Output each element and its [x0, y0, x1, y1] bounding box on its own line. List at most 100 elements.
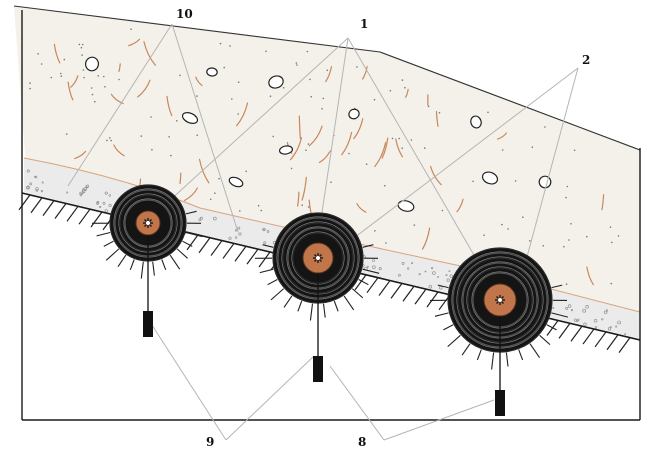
gravel-grain	[583, 322, 587, 326]
soil-dot	[290, 167, 293, 170]
soil-dot	[282, 87, 285, 89]
gravel-grain	[228, 236, 232, 240]
soil-dot	[168, 136, 170, 138]
cable-spike	[182, 240, 193, 247]
soil-dot	[231, 98, 233, 100]
soil-dot	[427, 105, 430, 108]
soil-dot	[151, 148, 153, 151]
hatch-stroke	[390, 283, 403, 299]
hatch-stroke	[402, 285, 415, 302]
gravel-grain	[198, 218, 202, 222]
hatch-stroke	[414, 288, 427, 305]
cable-spike	[185, 210, 197, 215]
soil-crack	[374, 141, 387, 168]
stone-icon	[228, 176, 244, 188]
gravel-grain	[582, 308, 587, 313]
cable-spike	[259, 268, 274, 274]
cable-spike	[267, 279, 278, 286]
cable-center	[316, 256, 320, 260]
soil-dot	[265, 50, 267, 53]
gravel-grain	[85, 186, 88, 189]
leader-8-b	[383, 399, 495, 441]
gravel-grain	[615, 325, 618, 328]
soil-dot	[389, 89, 392, 92]
cables-group	[91, 184, 569, 416]
soil-crack	[297, 191, 300, 207]
cable-spike	[491, 352, 495, 370]
soil-crack	[235, 102, 249, 127]
soil-dot	[118, 78, 120, 81]
soil-dot	[196, 95, 198, 97]
gravel-grain	[432, 271, 436, 275]
soil-dot	[586, 235, 588, 238]
cable-spike	[443, 324, 454, 331]
soil-crack	[356, 203, 367, 213]
soil-dot	[223, 66, 225, 69]
soil-dot	[176, 120, 178, 122]
hatch-stroke	[42, 200, 55, 216]
label-10: 10	[176, 7, 193, 21]
gravel-grain	[34, 175, 37, 178]
stone-icon	[84, 56, 100, 72]
gravel-grain	[102, 201, 106, 205]
soil-dot	[307, 143, 310, 145]
gravel-grain	[424, 270, 427, 273]
soil-dot	[237, 81, 240, 83]
cable-spike	[362, 268, 380, 274]
gravel-grain	[593, 319, 598, 323]
hatch-stroke	[30, 197, 43, 214]
gravel-grain	[570, 309, 574, 312]
gravel-grain	[378, 267, 382, 271]
hatch-stroke	[54, 203, 67, 219]
stone-icon	[268, 75, 284, 89]
soil-dot	[365, 163, 368, 165]
gravel-grain	[96, 200, 100, 204]
soil-crack	[497, 132, 508, 140]
soil-dot	[170, 154, 172, 157]
soil-crack	[128, 38, 141, 47]
soil-crack	[70, 75, 79, 88]
soil-dot	[309, 78, 311, 81]
cable-spike	[447, 334, 461, 348]
stone-icon	[470, 115, 482, 129]
soil-dots	[29, 28, 620, 287]
soil-crack	[289, 137, 303, 161]
label-8: 8	[358, 435, 366, 449]
soil-dot	[214, 192, 216, 194]
cable-spike	[161, 259, 167, 270]
hatch-stroke	[378, 280, 391, 296]
soil-dot	[374, 230, 376, 232]
soil-dot	[196, 134, 198, 136]
cable-spike	[99, 210, 111, 215]
gravel-grain	[104, 209, 108, 213]
gravel-grain	[234, 236, 238, 239]
soil-dot	[398, 137, 401, 140]
weight-block-icon	[495, 390, 505, 416]
gravel-grain	[26, 169, 30, 173]
soil-crack	[308, 125, 323, 147]
soil-crack	[361, 65, 368, 80]
soil-crack	[586, 266, 594, 286]
soil-dot	[272, 135, 275, 138]
leader-1-a	[167, 37, 349, 203]
gravel-grain	[108, 194, 112, 197]
soil-dot	[472, 180, 474, 183]
soil-dot	[322, 97, 325, 100]
soil-dot	[50, 76, 53, 79]
hatch-stroke	[606, 334, 619, 351]
soil-dot	[103, 75, 105, 78]
cable-cross-section-icon	[91, 184, 203, 337]
cable-spike	[518, 349, 524, 361]
leader-10-a	[67, 23, 173, 187]
soil-dot	[570, 223, 572, 225]
hatch-stroke	[582, 328, 595, 345]
soil-dot	[81, 54, 83, 56]
cable-spike	[546, 324, 557, 331]
hatch-stroke	[570, 325, 583, 342]
leader-1-c	[347, 37, 479, 263]
soil-dot	[531, 146, 534, 148]
soil-dot	[522, 216, 524, 218]
gravel-grain	[609, 326, 612, 329]
soil-dot	[410, 139, 413, 141]
soil-crack	[456, 198, 464, 213]
